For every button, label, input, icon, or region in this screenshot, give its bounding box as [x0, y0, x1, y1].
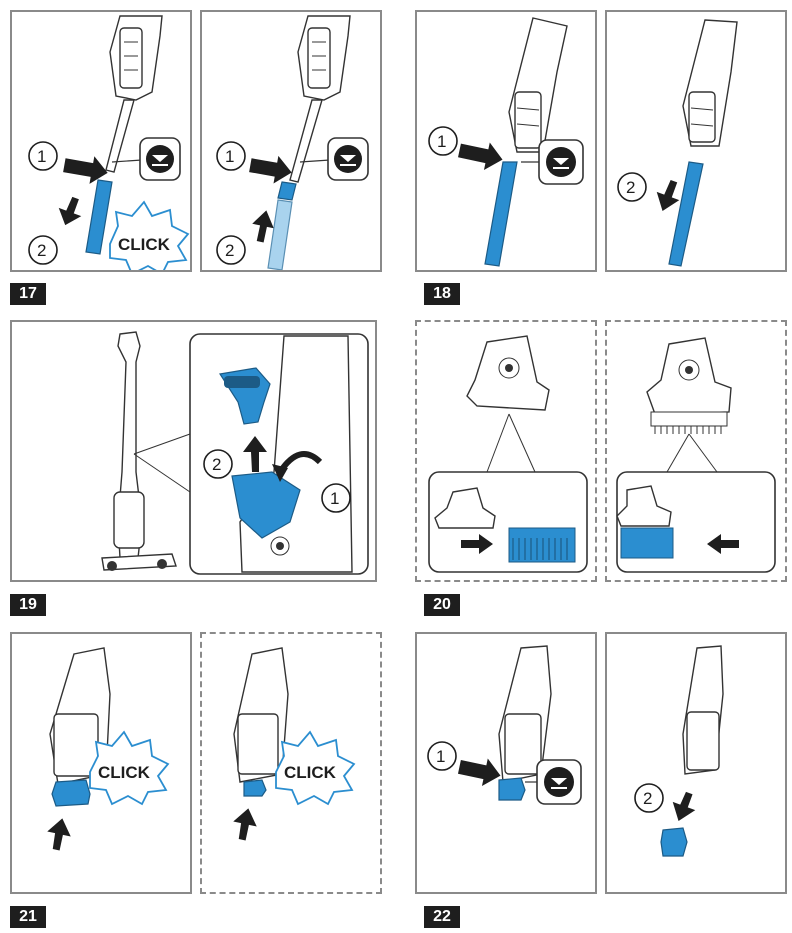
svg-text:2: 2: [212, 455, 221, 474]
fig20-panel-b: [605, 320, 787, 582]
fig19-illustration: 2 1: [12, 322, 377, 582]
fig18-illustration-a: 1: [417, 12, 597, 272]
figure-number: 21: [10, 906, 46, 928]
fig18-illustration-b: 2: [607, 12, 787, 272]
fig21-panel-b: CLICK: [200, 632, 382, 894]
svg-text:1: 1: [436, 747, 445, 766]
fig20-panel-a: [415, 320, 597, 582]
arrow-icon: [457, 137, 506, 174]
svg-text:CLICK: CLICK: [98, 763, 151, 782]
arrow-icon: [230, 806, 260, 842]
fig21-illustration-b: CLICK: [202, 634, 382, 894]
svg-text:1: 1: [437, 132, 446, 151]
fig17-panel-a: 1 2 CLICK: [10, 10, 192, 272]
fig17-panel-b: 1 2: [200, 10, 382, 272]
svg-text:1: 1: [225, 147, 234, 166]
figure-number: 18: [424, 283, 460, 305]
svg-text:1: 1: [37, 147, 46, 166]
figure-number: 22: [424, 906, 460, 928]
figure-number: 17: [10, 283, 46, 305]
svg-text:2: 2: [225, 241, 234, 260]
fig22-panel-b: 2: [605, 632, 787, 894]
figure-number: 19: [10, 594, 46, 616]
arrow-icon: [667, 789, 700, 825]
fig17-illustration-a: 1 2 CLICK: [12, 12, 192, 272]
svg-text:2: 2: [643, 789, 652, 808]
fig20-illustration-a: [417, 322, 597, 582]
arrow-icon: [44, 816, 74, 852]
fig18-panel-b: 2: [605, 10, 787, 272]
figure-number: 20: [424, 594, 460, 616]
svg-text:CLICK: CLICK: [118, 235, 171, 254]
fig17-illustration-b: 1 2: [202, 12, 382, 272]
fig22-illustration-a: 1: [417, 634, 597, 894]
svg-text:1: 1: [330, 489, 339, 508]
fig19-panel: 2 1: [10, 320, 377, 582]
fig18-panel-a: 1: [415, 10, 597, 272]
arrow-icon: [457, 753, 504, 789]
fig20-illustration-b: [607, 322, 787, 582]
fig21-illustration-a: CLICK: [12, 634, 192, 894]
svg-text:CLICK: CLICK: [284, 763, 337, 782]
fig21-panel-a: CLICK: [10, 632, 192, 894]
svg-text:2: 2: [37, 241, 46, 260]
fig22-illustration-b: 2: [607, 634, 787, 894]
fig22-panel-a: 1: [415, 632, 597, 894]
arrow-icon: [248, 151, 294, 186]
svg-text:2: 2: [626, 178, 635, 197]
arrow-icon: [54, 194, 86, 229]
